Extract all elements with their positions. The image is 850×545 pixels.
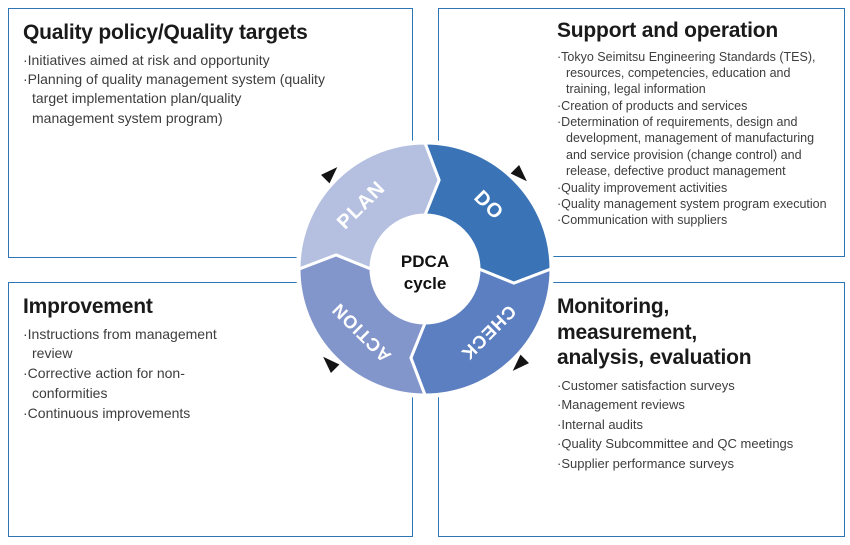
monitoring-title-line3: analysis, evaluation xyxy=(557,346,752,370)
pdca-cycle-graphic: PLAN DO CHECK ACTION PDCA cycle xyxy=(296,140,554,398)
improvement-title: Improvement xyxy=(23,295,153,318)
bullet-item: Corrective action for non-conformities xyxy=(23,364,241,404)
bullet-item: Communication with suppliers xyxy=(557,212,829,228)
segment-check xyxy=(409,267,553,397)
bullet-item: Internal audits xyxy=(557,415,832,435)
clockwise-arrowhead-sw xyxy=(323,356,340,373)
pdca-center-line2: cycle xyxy=(404,274,447,293)
bullet-item: Continuous improvements xyxy=(23,404,241,424)
improvement-bullet-list: Instructions from management reviewCorre… xyxy=(23,325,241,424)
clockwise-arrowhead-ne xyxy=(510,165,527,182)
clockwise-arrowhead-nw xyxy=(321,167,338,184)
clockwise-arrowhead-se xyxy=(512,354,529,371)
support-operation-title: Support and operation xyxy=(557,19,778,42)
quality-policy-box: Quality policy/Quality targets Initiativ… xyxy=(8,8,413,258)
quality-policy-bullet-list: Initiatives aimed at risk and opportunit… xyxy=(23,51,325,128)
bullet-item: Tokyo Seimitsu Engineering Standards (TE… xyxy=(557,49,829,98)
monitoring-title-line1: Monitoring, xyxy=(557,295,670,318)
segment-plan xyxy=(297,141,441,271)
bullet-item: Planning of quality management system (q… xyxy=(23,70,325,128)
quality-policy-title: Quality policy/Quality targets xyxy=(23,21,308,44)
segment-do xyxy=(423,141,553,285)
bullet-item: Creation of products and services xyxy=(557,98,829,114)
bullet-item: Quality Subcommittee and QC meetings xyxy=(557,434,832,454)
bullet-item: Quality improvement activities xyxy=(557,180,829,196)
segment-action xyxy=(297,253,427,397)
bullet-item: Determination of requirements, design an… xyxy=(557,114,829,180)
monitoring-title: Monitoring, measurement, analysis, evalu… xyxy=(557,294,832,371)
bullet-item: Initiatives aimed at risk and opportunit… xyxy=(23,51,325,70)
monitoring-bullet-list: Customer satisfaction surveysManagement … xyxy=(557,376,832,474)
bullet-item: Management reviews xyxy=(557,395,832,415)
bullet-item: Supplier performance surveys xyxy=(557,454,832,474)
bullet-item: Customer satisfaction surveys xyxy=(557,376,832,396)
bullet-item: Instructions from management review xyxy=(23,325,241,365)
support-operation-bullet-list: Tokyo Seimitsu Engineering Standards (TE… xyxy=(557,49,829,229)
monitoring-title-line2: measurement, xyxy=(557,320,697,344)
bullet-item: Quality management system program execut… xyxy=(557,196,829,212)
pdca-center-line1: PDCA xyxy=(401,252,449,271)
